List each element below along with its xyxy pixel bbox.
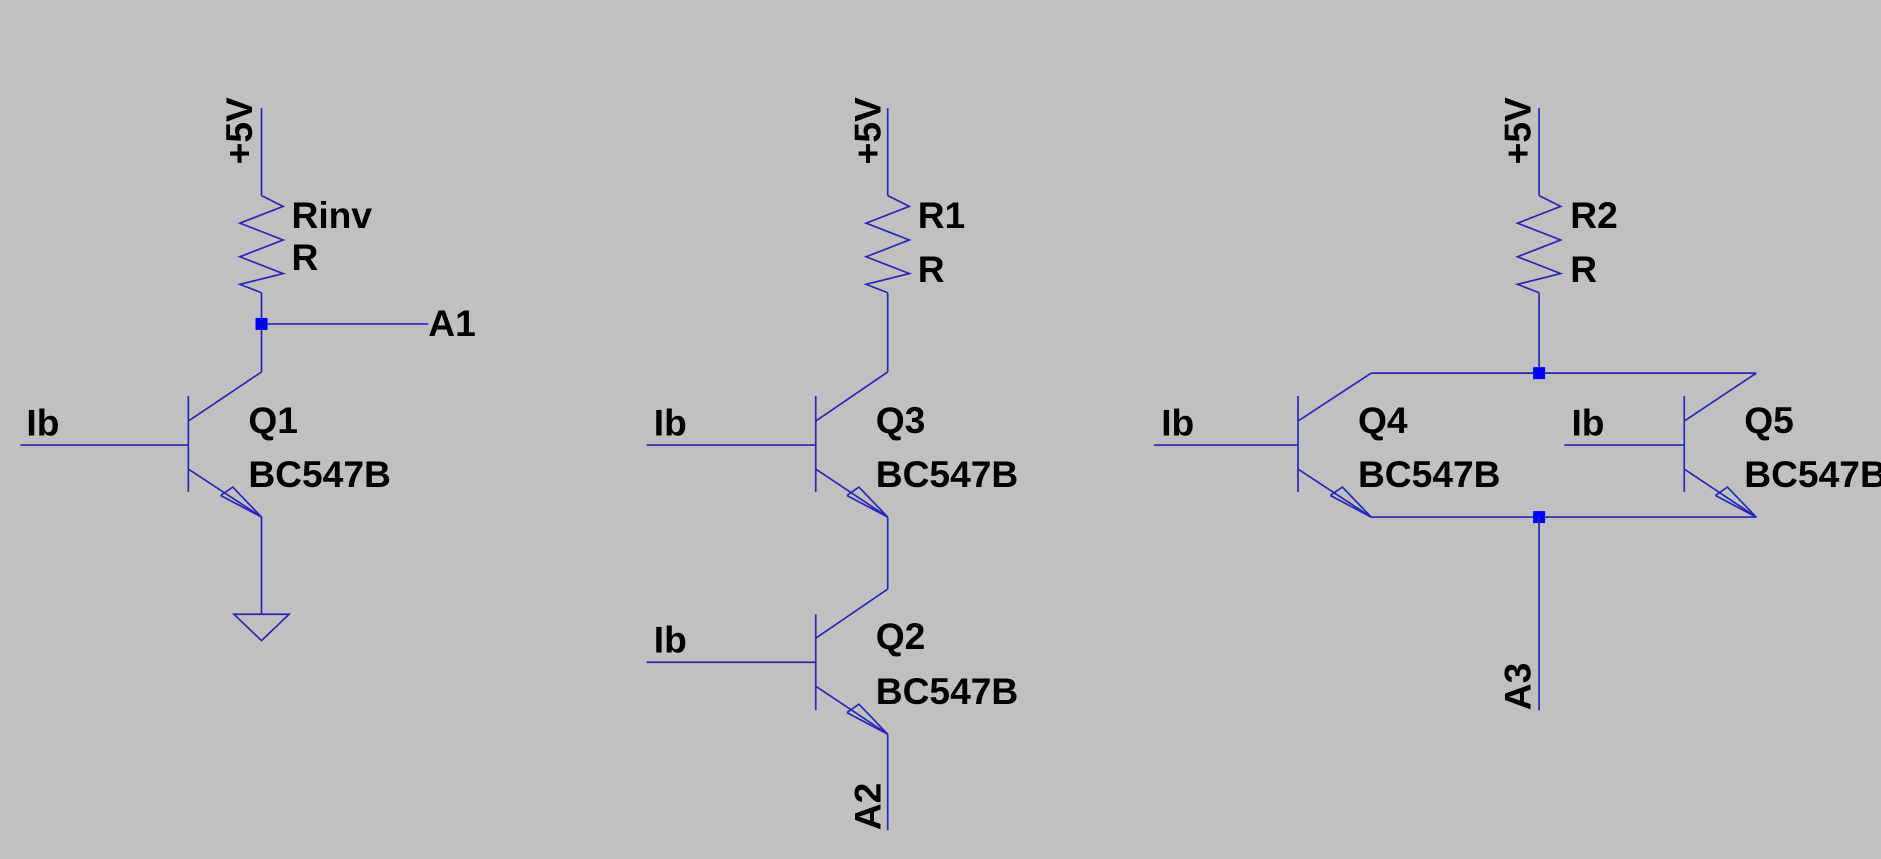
supply-label: +5V bbox=[847, 97, 889, 164]
junction-dot bbox=[1533, 511, 1546, 524]
input-label-left: Ib bbox=[1161, 401, 1194, 443]
supply-label: +5V bbox=[1497, 97, 1539, 164]
transistor-q3-model-label: BC547B bbox=[876, 453, 1019, 495]
circuit-2: +5V R1 R Ib Q3 BC547B Ib Q2 BC547B A2 bbox=[646, 97, 1019, 831]
circuit-3: +5V R2 R Ib Q4 BC547B Ib Q5 BC547B A3 bbox=[1154, 97, 1881, 711]
resistor-value-label: R bbox=[292, 236, 319, 278]
output-label: A3 bbox=[1497, 663, 1539, 711]
resistor-name-label: Rinv bbox=[292, 194, 373, 236]
transistor-q5-name-label: Q5 bbox=[1744, 399, 1794, 441]
transistor-name-label: Q1 bbox=[248, 399, 298, 441]
transistor-q3-symbol bbox=[646, 371, 889, 518]
resistor-value-label: R bbox=[1570, 248, 1597, 290]
resistor-name-label: R2 bbox=[1570, 194, 1618, 236]
transistor-q2-symbol bbox=[646, 588, 889, 735]
transistor-q1-symbol bbox=[20, 371, 263, 518]
circuit-1: +5V Rinv R A1 Ib Q1 BC547B bbox=[20, 97, 476, 642]
output-label: A1 bbox=[428, 302, 476, 344]
junction-dot bbox=[1533, 367, 1546, 380]
supply-label: +5V bbox=[218, 97, 260, 164]
resistor-name-label: R1 bbox=[918, 194, 966, 236]
transistor-q2-name-label: Q2 bbox=[876, 615, 926, 657]
transistor-q4-name-label: Q4 bbox=[1358, 399, 1408, 441]
ground-symbol bbox=[231, 613, 292, 642]
transistor-q5-symbol bbox=[1564, 372, 1757, 518]
resistor-rinv-symbol bbox=[237, 194, 286, 294]
transistor-q2-model-label: BC547B bbox=[876, 670, 1019, 712]
transistor-q4-symbol bbox=[1154, 372, 1372, 518]
resistor-value-label: R bbox=[918, 248, 945, 290]
output-label: A2 bbox=[847, 783, 889, 831]
transistor-q5-model-label: BC547B bbox=[1744, 453, 1881, 495]
transistor-model-label: BC547B bbox=[248, 453, 391, 495]
resistor-r1-symbol bbox=[863, 194, 913, 294]
junction-dot bbox=[255, 317, 268, 330]
resistor-r2-symbol bbox=[1514, 194, 1564, 294]
input-label-upper: Ib bbox=[654, 401, 687, 443]
input-label-right: Ib bbox=[1571, 401, 1604, 443]
transistor-q3-name-label: Q3 bbox=[876, 399, 926, 441]
transistor-q4-model-label: BC547B bbox=[1358, 453, 1501, 495]
input-label: Ib bbox=[26, 401, 59, 443]
input-label-lower: Ib bbox=[654, 619, 687, 661]
